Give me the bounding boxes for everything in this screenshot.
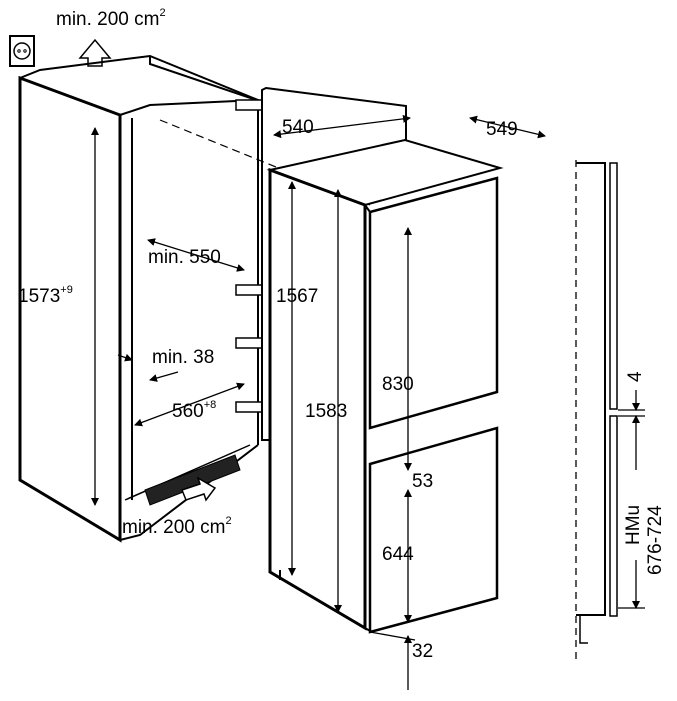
bottom-offset-label: 32 [412,641,434,662]
bottom-vent-label: min. 200 cm2 [122,515,232,538]
lower-door-height-label: 644 [382,544,414,565]
top-vent-label: min. 200 cm2 [56,7,166,30]
appliance-height-total-label: 1583 [305,401,348,422]
door-gap-label: 53 [412,471,434,492]
power-socket-icon [9,35,35,67]
niche-width-label: 560+8 [172,399,217,422]
upper-door-height-label: 830 [382,374,414,395]
niche-height-label: 1573+9 [18,284,73,307]
vent-bottom-arrow-icon [181,476,217,502]
niche-depth-min-label: min. 550 [148,247,221,268]
side-gap-min-label: min. 38 [152,347,215,368]
furniture-door-gap-label: 4 [625,371,646,382]
appliance-depth-label: 549 [486,119,518,140]
furniture-door-label: HMu [623,504,644,545]
appliance-width-label: 540 [282,117,314,138]
vent-up-arrow-icon [78,38,112,67]
furniture-door-range-label: 676-724 [645,505,666,575]
side-view [575,160,618,660]
appliance-height-body-label: 1567 [276,286,319,307]
